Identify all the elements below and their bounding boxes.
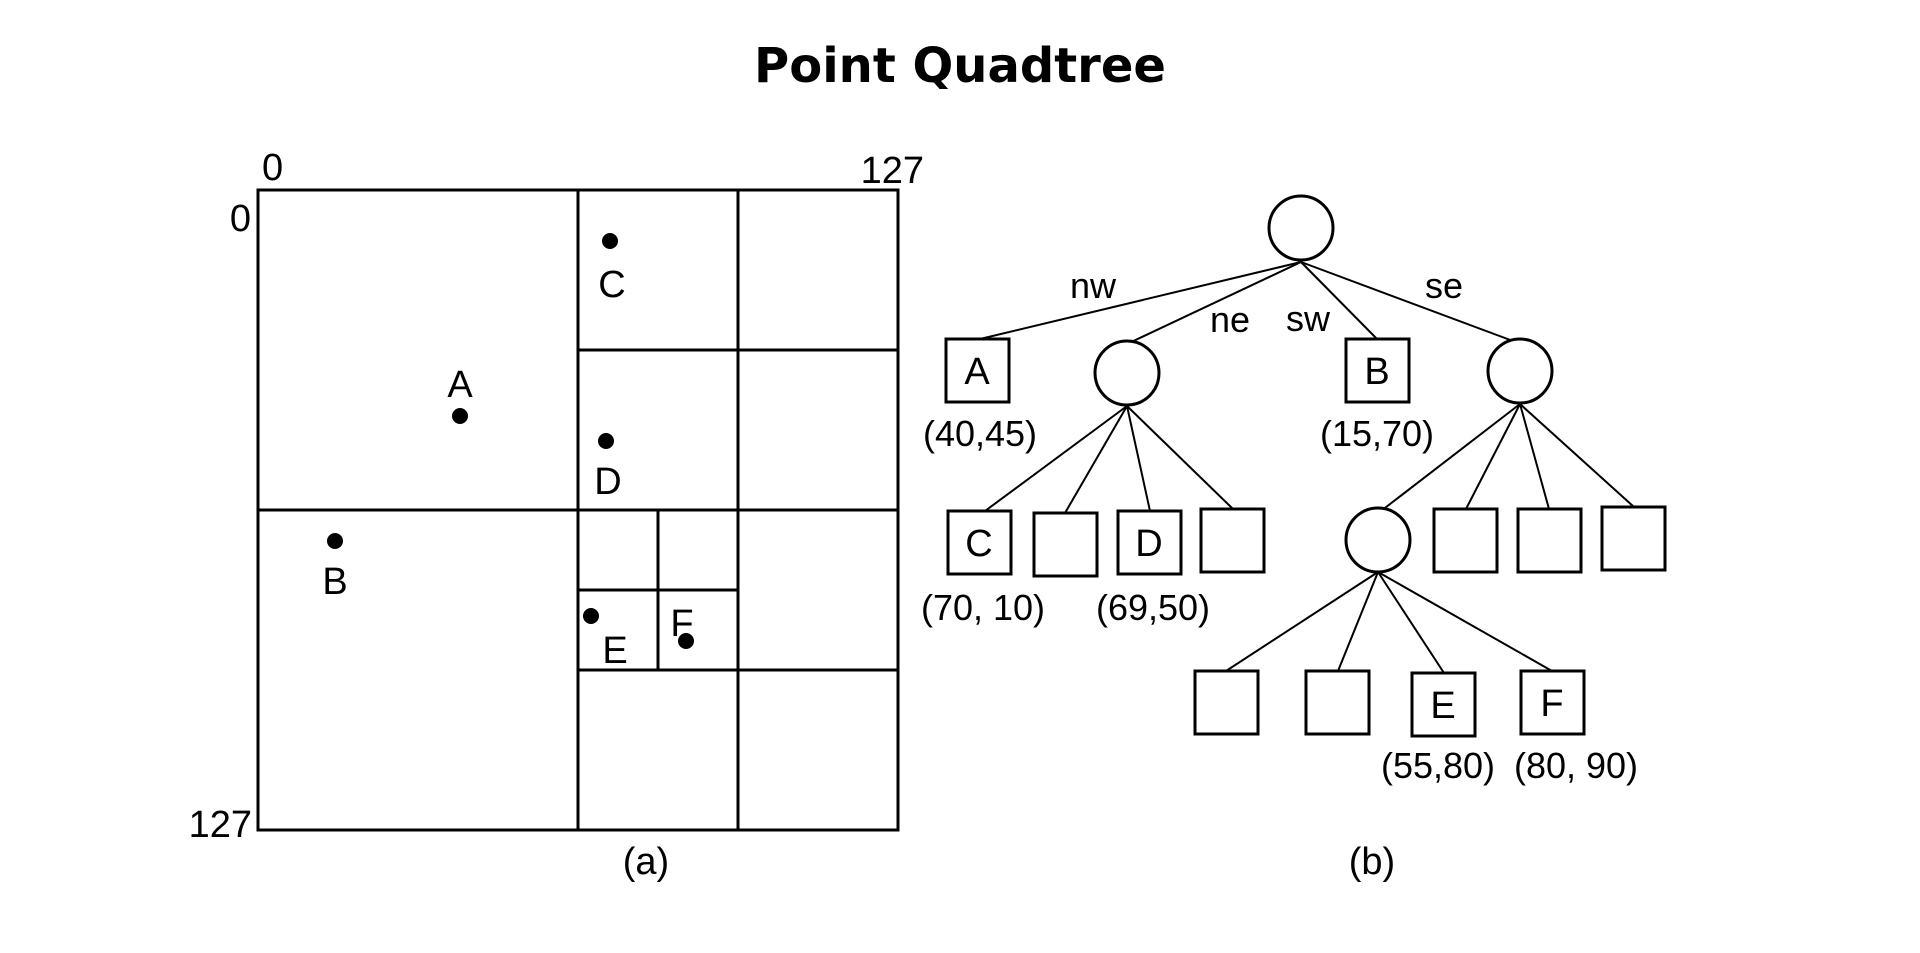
edge-n1-ne	[1064, 405, 1128, 514]
tree-leaf-empty	[1600, 505, 1667, 572]
tree-leaf-empty	[1199, 507, 1266, 574]
edge-label-ne: ne	[1210, 299, 1250, 340]
point-label-e: E	[602, 630, 627, 672]
tree-internal-node	[1344, 506, 1412, 574]
edge-n3-nw	[1225, 571, 1379, 672]
tree-leaf-empty	[1432, 507, 1499, 574]
caption-b: (b)	[1349, 841, 1395, 883]
point-c	[602, 233, 618, 249]
tree-leaf-c	[946, 509, 1013, 576]
edge-n1-se	[1126, 405, 1234, 510]
point-label-d: D	[594, 461, 621, 503]
point-e	[583, 608, 599, 624]
spatial-grid	[256, 188, 900, 832]
leaf-coord-e: (55,80)	[1381, 745, 1495, 786]
tree-leaf-empty	[1516, 507, 1583, 574]
edge-n1-nw	[984, 405, 1128, 512]
point-d	[598, 433, 614, 449]
leaf-coord-d: (69,50)	[1096, 587, 1210, 628]
edge-root-sw	[1300, 261, 1378, 340]
tree-leaf-f	[1519, 669, 1586, 736]
leaf-label-c: C	[965, 523, 992, 565]
point-a	[452, 408, 468, 424]
tree-internal-node	[1486, 337, 1554, 405]
leaf-coord-c: (70, 10)	[921, 587, 1045, 628]
edge-root-ne	[1126, 261, 1302, 345]
edge-root-nw	[979, 261, 1302, 340]
edge-root-se	[1300, 261, 1522, 345]
diagram-title: Point Quadtree	[754, 38, 1166, 94]
axis-label-top-left: 0	[262, 147, 283, 189]
edge-n3-se	[1377, 571, 1553, 672]
tree-leaf-empty	[1032, 511, 1099, 578]
edge-n3-sw	[1377, 571, 1445, 674]
tree-leaf-b	[1344, 337, 1411, 404]
leaf-label-e: E	[1430, 685, 1455, 727]
point-label-b: B	[322, 561, 347, 603]
edge-n2-nw	[1380, 403, 1521, 512]
edge-n2-sw	[1519, 403, 1550, 510]
axis-label-left-top: 0	[230, 198, 251, 240]
point-label-f: F	[670, 603, 693, 645]
edge-n2-se	[1519, 403, 1635, 508]
leaf-coord-a: (40,45)	[923, 413, 1037, 454]
tree-leaf-d	[1116, 509, 1183, 576]
point-f	[678, 633, 694, 649]
axis-label-top-right: 127	[861, 150, 924, 192]
tree-internal-node	[1093, 339, 1161, 407]
caption-a: (a)	[623, 841, 669, 883]
tree-edges	[979, 261, 1635, 674]
tree-leaf-a	[944, 337, 1011, 404]
tree-leaf-empty	[1193, 669, 1260, 736]
point-label-a: A	[447, 364, 473, 406]
leaf-label-f: F	[1540, 683, 1563, 725]
point-label-c: C	[598, 264, 625, 306]
point-b	[327, 533, 343, 549]
tree-leaf-e	[1410, 671, 1477, 738]
leaf-coord-f: (80, 90)	[1514, 745, 1638, 786]
edge-label-se: se	[1425, 265, 1463, 306]
leaf-label-b: B	[1364, 351, 1389, 393]
leaf-label-d: D	[1135, 523, 1162, 565]
tree-root-node	[1267, 194, 1335, 262]
leaf-coord-b: (15,70)	[1320, 413, 1434, 454]
axis-label-left-bottom: 127	[189, 804, 252, 846]
tree-leaf-empty	[1304, 669, 1371, 736]
edge-n2-ne	[1465, 403, 1521, 510]
edge-n3-ne	[1337, 571, 1379, 672]
leaf-label-a: A	[964, 351, 990, 393]
edge-label-sw: sw	[1286, 298, 1331, 339]
edge-n1-sw	[1126, 405, 1151, 512]
edge-label-nw: nw	[1070, 265, 1117, 306]
